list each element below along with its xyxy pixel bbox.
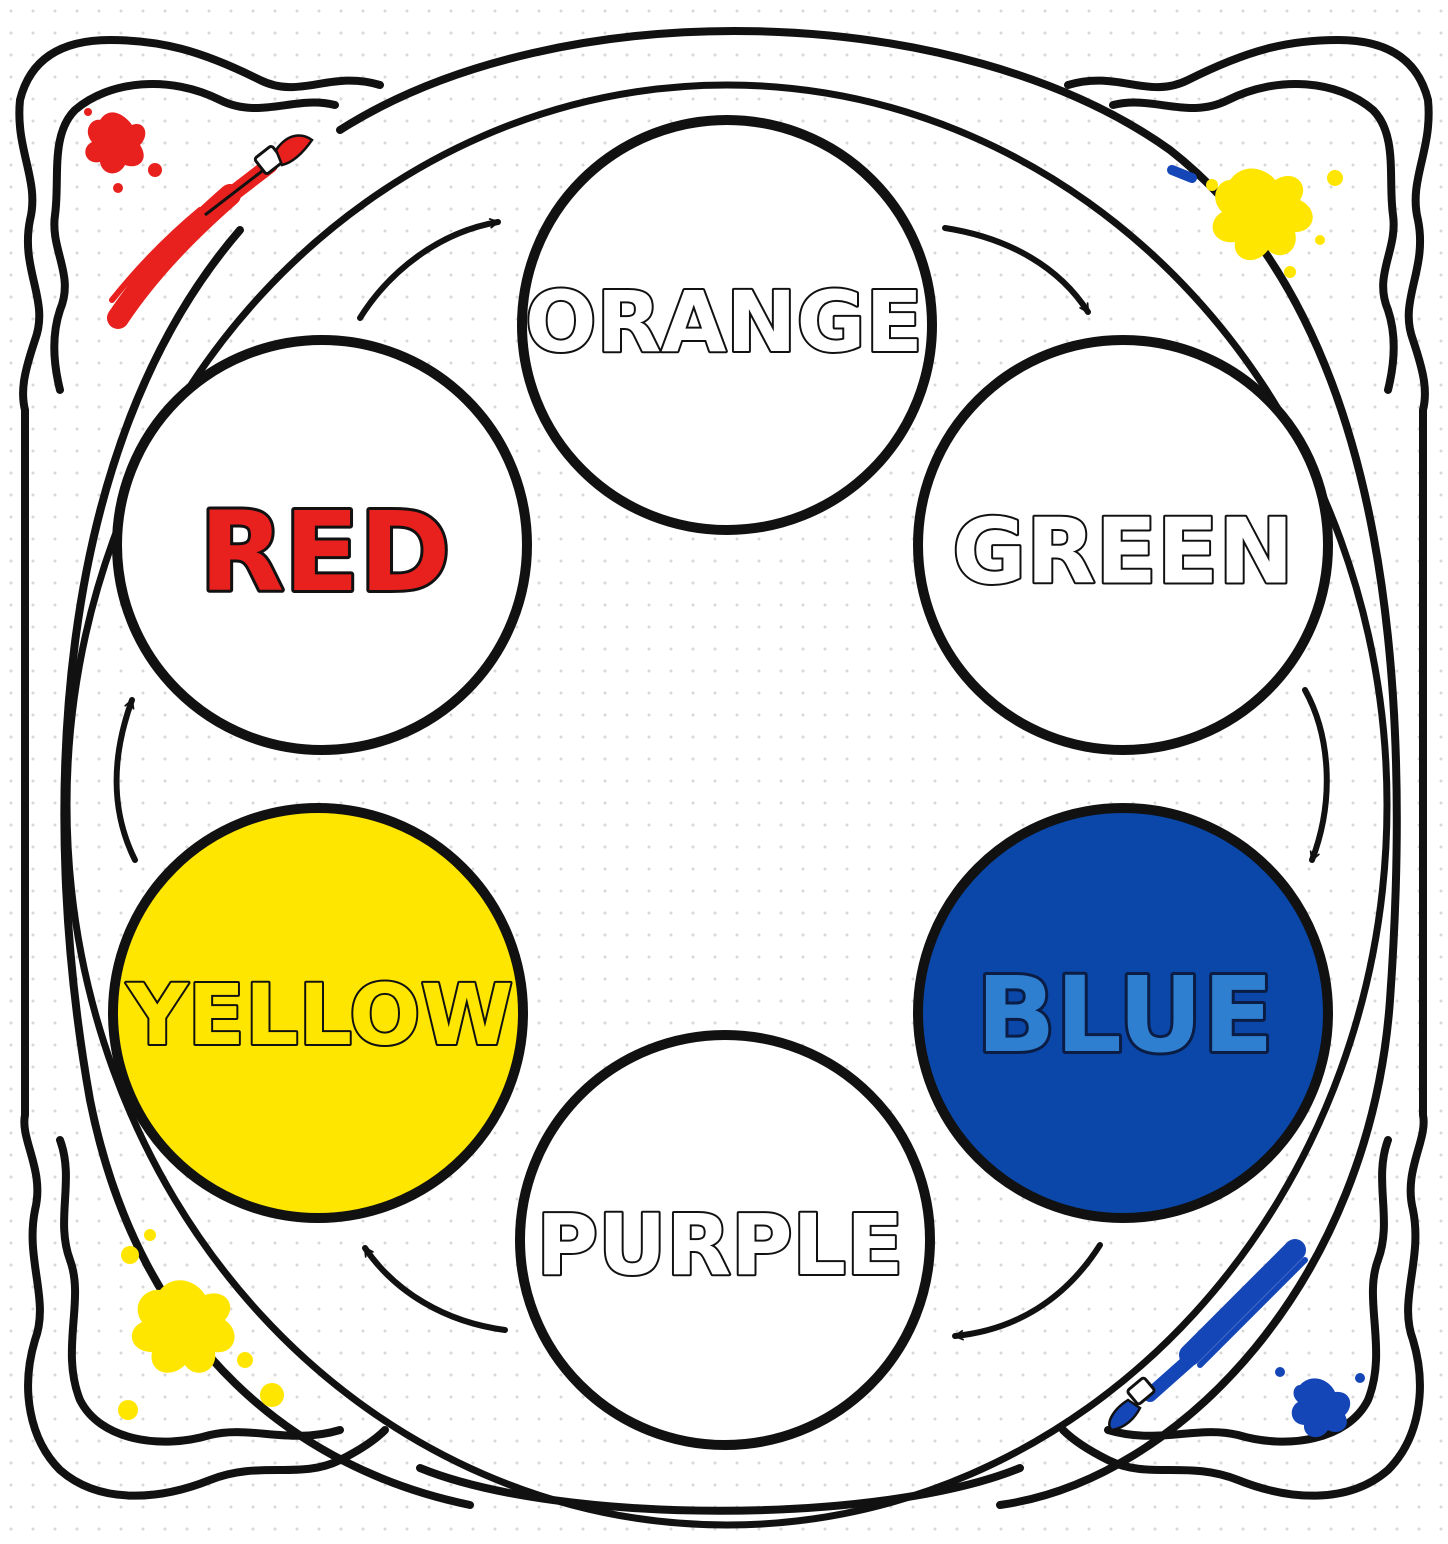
color-node-orange: ORANGE	[522, 120, 932, 530]
node-label: BLUE	[976, 954, 1273, 1076]
blue-paintbrush-icon	[1109, 1250, 1365, 1437]
node-label: RED	[199, 488, 450, 616]
node-label: ORANGE	[525, 273, 923, 371]
arrow-yellow-to-red	[117, 700, 135, 860]
color-node-yellow: YELLOW	[113, 808, 523, 1218]
color-node-green: GREEN	[918, 340, 1328, 750]
color-node-purple: PURPLE	[520, 1035, 930, 1445]
node-label: YELLOW	[126, 966, 513, 1064]
arrow-green-to-blue	[1305, 690, 1327, 860]
color-node-red: RED	[117, 340, 527, 750]
arrow-orange-to-green	[945, 228, 1088, 312]
node-label: PURPLE	[537, 1196, 904, 1294]
node-label: GREEN	[952, 500, 1293, 605]
arrow-blue-to-purple	[955, 1245, 1100, 1336]
arrow-purple-to-yellow	[365, 1248, 505, 1330]
bottom-edge-line	[420, 1468, 1020, 1511]
color-node-blue: BLUE	[918, 808, 1328, 1218]
arrow-red-to-orange	[360, 222, 498, 318]
yellow-paint-splash-icon	[1172, 168, 1343, 278]
